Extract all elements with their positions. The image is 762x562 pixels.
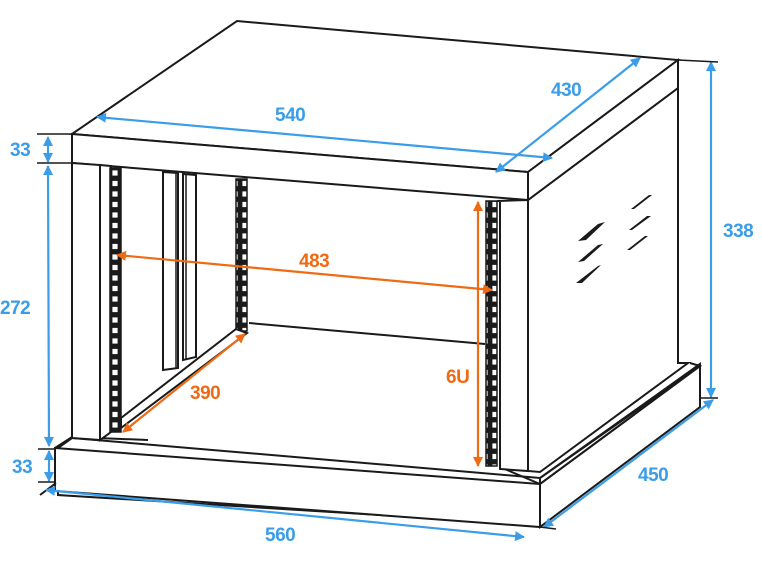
- rack-rail-rear-left: [235, 178, 248, 332]
- label-rail-width: 483: [299, 251, 329, 272]
- label-base-height: 33: [12, 457, 32, 478]
- label-body-height: 272: [0, 298, 30, 319]
- vent-slots: [576, 195, 652, 283]
- left-front-post: [71, 161, 112, 442]
- label-top-panel-height: 33: [10, 140, 30, 161]
- label-top-depth: 430: [551, 80, 581, 101]
- right-front-post: [496, 198, 529, 473]
- rack-rail-front-right: [485, 200, 498, 467]
- label-rack-units: 6U: [446, 367, 469, 388]
- label-total-height: 338: [723, 221, 753, 242]
- floor-back-edge: [248, 322, 486, 345]
- rear-left-posts: [162, 170, 197, 372]
- label-rail-depth: 390: [190, 383, 220, 404]
- label-base-depth: 450: [638, 465, 668, 486]
- label-top-width: 540: [275, 105, 305, 126]
- inner-dimension-lines: [116, 201, 493, 467]
- rack-rail-front-left: [109, 167, 122, 433]
- outer-dimension-lines: [37, 57, 719, 542]
- label-base-width: 560: [265, 525, 295, 546]
